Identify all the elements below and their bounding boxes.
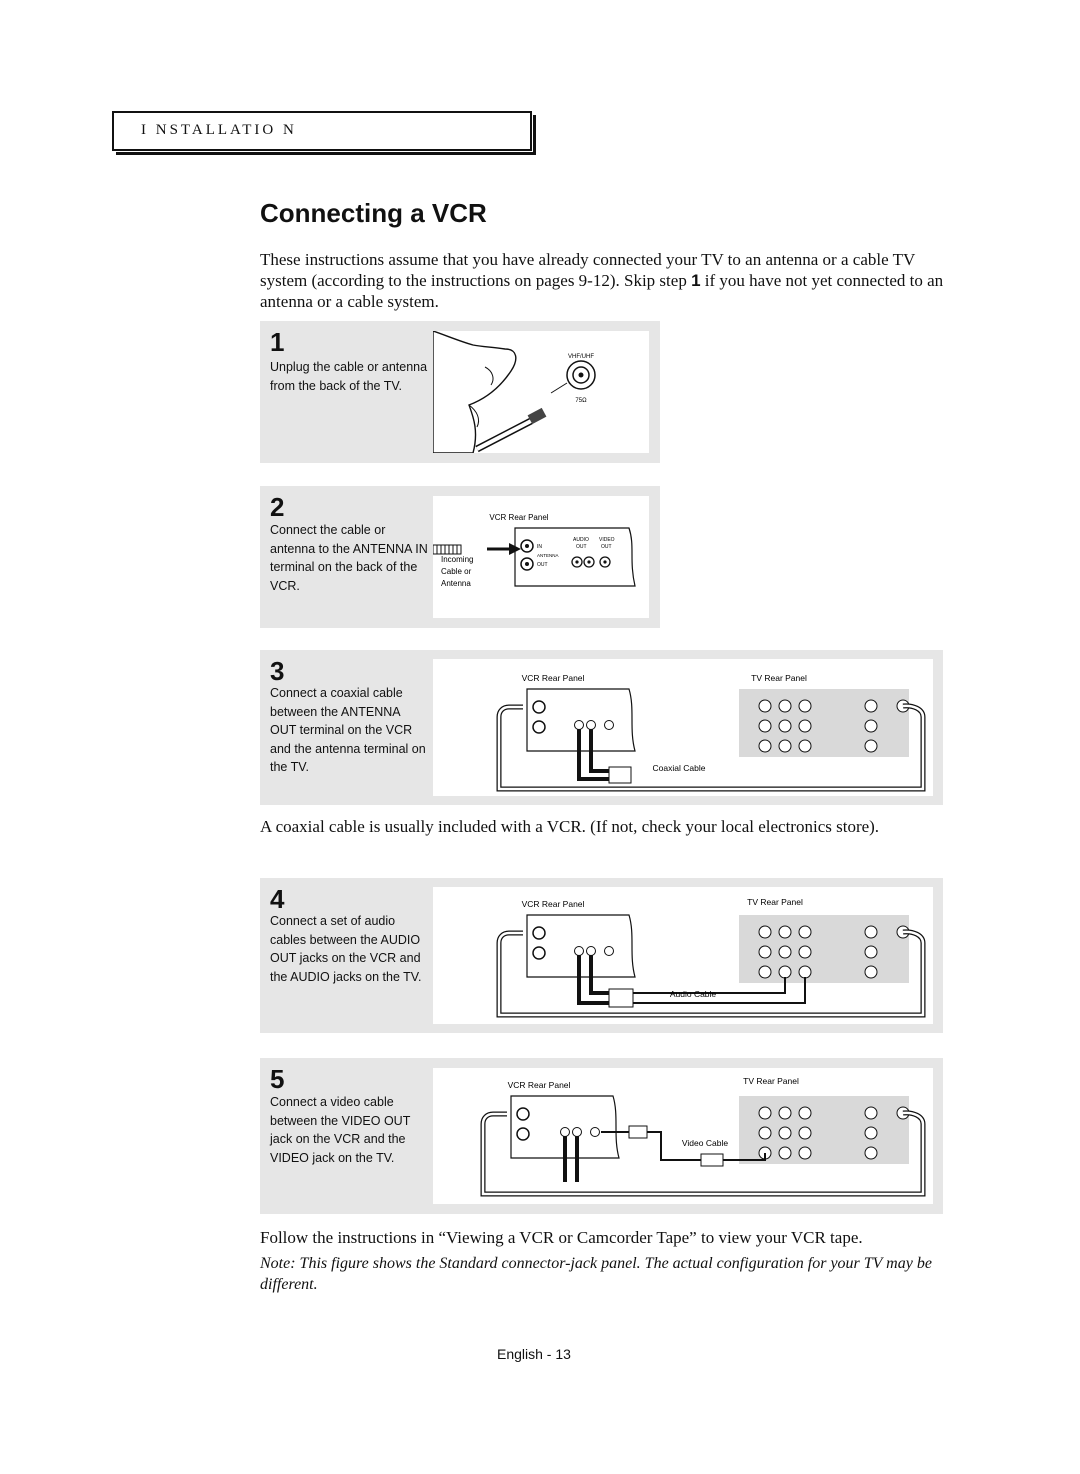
step-4-number: 4 <box>270 884 285 914</box>
step-1-panel: 1 Unplug the cable or antenna from the b… <box>260 321 660 463</box>
step-2-text: Connect the cable or antenna to the ANTE… <box>270 523 428 593</box>
vcr-rear-panel-label: VCR Rear Panel <box>489 513 548 522</box>
video-label: VIDEO <box>599 537 615 543</box>
incoming-label: Incoming <box>441 555 473 564</box>
step-4-text: Connect a set of audio cables between th… <box>270 914 422 984</box>
tv-rear-panel-label: TV Rear Panel <box>747 897 803 907</box>
vcr-rear-panel-label: VCR Rear Panel <box>522 899 585 909</box>
step-4-illustration: VCR Rear Panel TV Rear Panel Audio Cable <box>433 887 933 1024</box>
intro-text-before: These instructions assume that you have … <box>260 250 915 290</box>
step-3-panel: 3 Connect a coaxial cable between the AN… <box>260 650 943 805</box>
step-3-illustration: VCR Rear Panel TV Rear Panel Coaxial Cab… <box>433 659 933 796</box>
step-5-number: 5 <box>270 1064 285 1094</box>
page-title: Connecting a VCR <box>260 198 487 228</box>
cable-label: Coaxial Cable <box>653 763 706 773</box>
step-2-number: 2 <box>270 492 285 522</box>
audio-label: AUDIO <box>573 537 589 543</box>
cable-label: Audio Cable <box>670 989 717 999</box>
ohm-label: 75Ω <box>575 398 587 404</box>
tv-rear-panel-label: TV Rear Panel <box>751 673 807 683</box>
coax-note-paragraph: A coaxial cable is usually included with… <box>260 817 880 836</box>
audio-out-label: OUT <box>576 544 587 550</box>
step-3-text: Connect a coaxial cable between the ANTE… <box>270 686 426 774</box>
step-4-panel: 4 Connect a set of audio cables between … <box>260 878 943 1033</box>
vcr-rear-panel-label: VCR Rear Panel <box>508 1080 571 1090</box>
step-2-illustration: VCR Rear Panel Incoming Cable or Antenna… <box>433 496 649 618</box>
video-out-label: OUT <box>601 544 612 550</box>
in-label: IN <box>537 544 542 550</box>
vcr-rear-panel-label: VCR Rear Panel <box>522 673 585 683</box>
antenna-label: Antenna <box>441 579 471 588</box>
follow-paragraph: Follow the instructions in “Viewing a VC… <box>260 1228 863 1247</box>
step-2-panel: 2 Connect the cable or antenna to the AN… <box>260 486 660 628</box>
note-paragraph: Note: This figure shows the Standard con… <box>260 1255 932 1293</box>
step-1-text: Unplug the cable or antenna from the bac… <box>270 360 428 393</box>
cable-or-label: Cable or <box>441 567 472 576</box>
antenna-small-label: ANTENNA <box>537 553 559 558</box>
section-header-label: I NSTALLATIO N <box>141 122 297 138</box>
tv-rear-panel-label: TV Rear Panel <box>743 1076 799 1086</box>
page-footer: English - 13 <box>497 1346 571 1362</box>
step-5-panel: 5 Connect a video cable between the VIDE… <box>260 1058 943 1214</box>
step-5-text: Connect a video cable between the VIDEO … <box>270 1095 411 1165</box>
hand-shape <box>433 331 517 453</box>
vhf-label: VHF/UHF <box>568 354 594 360</box>
intro-paragraph: These instructions assume that you have … <box>260 249 960 312</box>
step-5-illustration: VCR Rear Panel TV Rear Panel Vi <box>433 1068 933 1204</box>
cable-label: Video Cable <box>682 1138 728 1148</box>
step-3-number: 3 <box>270 656 285 686</box>
out-label: OUT <box>537 562 548 568</box>
intro-step-ref: 1 <box>691 271 701 290</box>
intro-text-after: if you have not yet connected to an ante… <box>260 271 944 311</box>
step-1-number: 1 <box>270 327 285 357</box>
step-1-illustration: VHF/UHF 75Ω <box>433 331 649 453</box>
